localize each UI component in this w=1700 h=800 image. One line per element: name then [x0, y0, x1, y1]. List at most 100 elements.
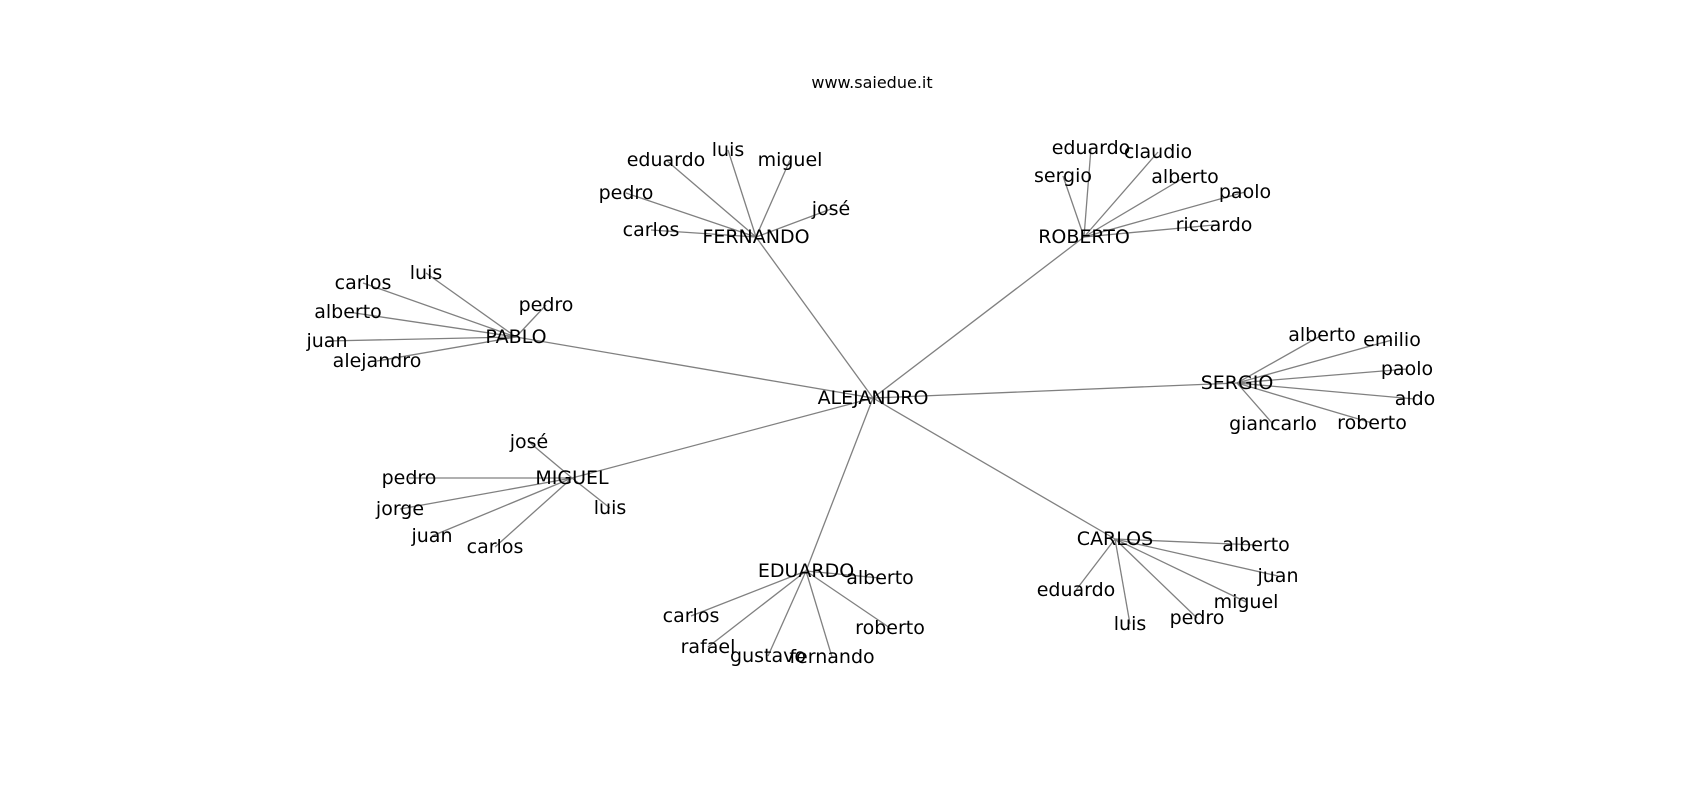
edge-hub-to-leaf: [650, 229, 757, 238]
graph-title: www.saiedue.it: [811, 73, 932, 92]
leaf-node-label: carlos: [335, 272, 392, 294]
edge-hub-to-leaf: [1236, 382, 1416, 400]
edge-hub-to-leaf: [399, 477, 573, 510]
leaf-node-label: alberto: [1288, 324, 1356, 346]
leaf-node-label: jorge: [375, 498, 424, 520]
edge-hub-to-leaf: [805, 570, 891, 629]
edge-hub-to-leaf: [494, 477, 573, 548]
leaf-node-label: paolo: [1219, 181, 1271, 203]
edge-hub-to-leaf: [1114, 538, 1279, 577]
edge-root-to-hub: [872, 236, 1085, 399]
leaf-node-label: alberto: [1151, 166, 1219, 188]
edge-hub-to-leaf: [571, 477, 611, 509]
leaf-node-label: eduardo: [1037, 579, 1116, 601]
edge-hub-to-leaf: [326, 336, 517, 342]
leaf-node-label: pedro: [382, 467, 437, 489]
hub-node-label: SERGIO: [1201, 372, 1274, 394]
leaf-node-label: roberto: [1337, 412, 1407, 434]
leaf-node-label: pedro: [599, 182, 654, 204]
edge-hub-to-leaf: [431, 477, 573, 537]
edge-hub-to-leaf: [665, 159, 757, 238]
edge-hub-to-leaf: [362, 282, 517, 338]
edge-hub-to-leaf: [625, 192, 757, 238]
leaf-node-label: sergio: [1034, 165, 1092, 187]
leaf-node-label: fernando: [789, 646, 874, 668]
edge-hub-to-leaf: [1114, 538, 1131, 625]
leaf-node-label: miguel: [758, 149, 823, 171]
edge-root-to-hub: [805, 397, 874, 572]
edge-hub-to-leaf: [1083, 151, 1159, 238]
edge-root-to-hub: [515, 336, 874, 399]
leaf-node-label: gustavo: [730, 645, 806, 667]
leaf-node-label: emilio: [1363, 329, 1421, 351]
leaf-node-label: carlos: [467, 536, 524, 558]
edge-hub-to-leaf: [528, 441, 573, 479]
edge-hub-to-leaf: [1114, 538, 1257, 546]
leaf-node-label: claudio: [1124, 141, 1192, 163]
edge-hub-to-leaf: [1236, 368, 1408, 384]
leaf-node-label: juan: [410, 525, 452, 547]
edge-hub-to-leaf: [425, 272, 517, 338]
edge-hub-to-leaf: [515, 304, 547, 338]
leaf-node-label: alberto: [1222, 534, 1290, 556]
edge-hub-to-leaf: [1236, 334, 1323, 384]
edge-root-to-hub: [571, 397, 874, 479]
leaf-node-label: roberto: [855, 617, 925, 639]
edge-root-to-hub: [872, 382, 1238, 399]
leaf-node-label: pedro: [519, 294, 574, 316]
leaf-node-label: rafael: [681, 636, 736, 658]
edge-hub-to-leaf: [1062, 175, 1085, 238]
leaf-node-label: luis: [1114, 613, 1147, 635]
hub-node-label: ROBERTO: [1038, 226, 1130, 248]
edge-hub-to-leaf: [690, 570, 807, 617]
edge-root-to-hub: [872, 397, 1116, 540]
leaf-node-label: josé: [811, 198, 851, 220]
hub-node-label: MIGUEL: [535, 467, 609, 489]
hub-node-label: EDUARDO: [758, 560, 854, 582]
edge-hub-to-leaf: [805, 570, 833, 658]
hub-node-label: PABLO: [485, 326, 546, 348]
hub-node-label: FERNANDO: [702, 226, 809, 248]
leaf-node-label: juan: [1256, 565, 1298, 587]
leaf-node-label: riccardo: [1176, 214, 1253, 236]
leaf-node-label: eduardo: [627, 149, 706, 171]
leaf-node-label: juan: [305, 330, 347, 352]
edge-hub-to-leaf: [347, 311, 517, 338]
leaf-node-label: josé: [509, 431, 549, 453]
edge-hub-to-leaf: [1114, 538, 1247, 603]
leaf-node-label: luis: [594, 497, 627, 519]
edge-root-to-hub: [755, 236, 874, 399]
leaf-node-label: alberto: [314, 301, 382, 323]
edge-hub-to-leaf: [1083, 224, 1215, 238]
leaf-node-label: luis: [712, 139, 745, 161]
edge-hub-to-leaf: [1083, 191, 1246, 238]
edge-hub-to-leaf: [1236, 339, 1393, 384]
leaf-node-label: aldo: [1395, 388, 1436, 410]
edge-hub-to-leaf: [1083, 147, 1092, 238]
leaf-node-label: luis: [410, 262, 443, 284]
edge-hub-to-leaf: [755, 208, 832, 238]
edge-hub-to-leaf: [376, 336, 517, 362]
edge-hub-to-leaf: [1236, 382, 1274, 425]
leaf-node-label: giancarlo: [1229, 413, 1317, 435]
leaf-node-label: carlos: [663, 605, 720, 627]
edge-hub-to-leaf: [805, 570, 881, 579]
edge-hub-to-leaf: [1075, 538, 1116, 591]
leaf-node-label: miguel: [1214, 591, 1279, 613]
edge-hub-to-leaf: [755, 159, 791, 238]
edge-hub-to-leaf: [1114, 538, 1198, 619]
leaf-node-label: pedro: [1170, 607, 1225, 629]
hub-node-label: CARLOS: [1077, 528, 1153, 550]
leaf-node-label: carlos: [623, 219, 680, 241]
edge-hub-to-leaf: [767, 570, 807, 657]
edge-hub-to-leaf: [1083, 176, 1186, 238]
leaf-node-label: paolo: [1381, 358, 1433, 380]
edge-hub-to-leaf: [707, 570, 807, 648]
leaf-node-label: alejandro: [333, 350, 422, 372]
root-node-label: ALEJANDRO: [818, 387, 929, 409]
leaf-node-label: alberto: [846, 567, 914, 589]
edges-layer: [326, 147, 1416, 658]
edge-hub-to-leaf: [1236, 382, 1373, 424]
